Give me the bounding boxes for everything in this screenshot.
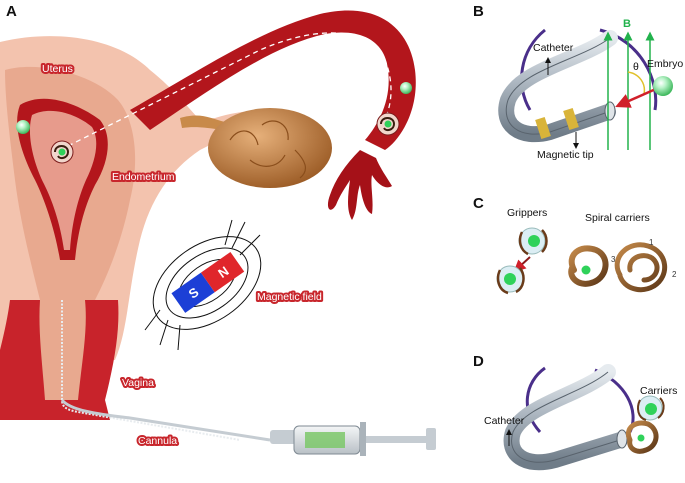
catheter-in-vagina bbox=[61, 300, 241, 441]
syringe bbox=[270, 422, 436, 456]
panel-d-letter: D bbox=[473, 353, 484, 370]
magnetic-band-2 bbox=[563, 107, 579, 131]
fimbriae bbox=[327, 150, 392, 220]
catheter-b-tip bbox=[604, 101, 616, 121]
label-catheter-b: Catheter bbox=[533, 42, 574, 54]
carrier-d-2 bbox=[626, 420, 659, 454]
label-vagina: Vagina bbox=[122, 377, 154, 389]
embryo-in-uterus bbox=[16, 120, 30, 134]
catheter-d-outline bbox=[511, 371, 621, 463]
magnetic-band-1 bbox=[535, 116, 551, 140]
embryo-in-tube bbox=[400, 82, 412, 94]
tube-dashes bbox=[59, 32, 392, 151]
label-cannula-halo: Cannula bbox=[138, 435, 177, 447]
panel-b-letter: B bbox=[473, 3, 484, 20]
field-lines-b bbox=[603, 31, 655, 150]
label-magnetic-tip: Magnetic tip bbox=[537, 149, 594, 161]
spiral-index-2: 2 bbox=[672, 270, 677, 279]
catheter-b-outline bbox=[505, 37, 611, 135]
embryo-b bbox=[653, 76, 673, 96]
panel-c: C Grippers Spiral carriers 3 1 2 bbox=[473, 195, 677, 295]
fallopian-tube bbox=[130, 10, 416, 150]
cannula-needle bbox=[60, 398, 271, 442]
label-carriers: Carriers bbox=[640, 385, 677, 397]
label-theta: θ bbox=[633, 61, 639, 73]
panel-b: B B θ Embryo Catheter Magnetic tip bbox=[473, 3, 683, 161]
label-uterus-halo: Uterus bbox=[42, 63, 73, 75]
carrier-d-1 bbox=[637, 395, 665, 421]
spiral-carrier-1 bbox=[568, 245, 609, 287]
gripper-transition-arrow bbox=[513, 256, 531, 273]
panel-a-letter: A bbox=[6, 3, 17, 20]
force-arrow bbox=[615, 86, 659, 108]
panel-a: A bbox=[0, 3, 436, 456]
bar-magnet: S N bbox=[171, 251, 245, 313]
catheter-d bbox=[503, 364, 628, 471]
spiral-index-1: 1 bbox=[649, 238, 654, 247]
carrier-in-uterus bbox=[50, 140, 74, 164]
label-magnetic-field-halo: Magnetic field bbox=[257, 291, 322, 303]
label-catheter-d: Catheter bbox=[484, 415, 525, 427]
carrier-in-tube bbox=[376, 112, 400, 136]
panel-c-letter: C bbox=[473, 195, 484, 212]
angle-arc bbox=[627, 71, 646, 95]
label-embryo: Embryo bbox=[647, 58, 683, 70]
ovary bbox=[208, 108, 332, 188]
label-spiral-carriers: Spiral carriers bbox=[585, 212, 650, 224]
ovarian-ligament bbox=[180, 115, 225, 130]
catheter-d-tip bbox=[616, 429, 628, 449]
spiral-carrier-2 bbox=[614, 242, 667, 293]
label-field-b: B bbox=[623, 18, 631, 30]
gripper-closed bbox=[496, 265, 525, 295]
label-magnetic-field: Magnetic field bbox=[257, 291, 322, 303]
gripper-open bbox=[518, 227, 548, 256]
endometrium-lining bbox=[29, 110, 97, 251]
label-endometrium-halo: Endometrium bbox=[112, 171, 175, 183]
panel-d: D Carriers Catheter bbox=[473, 353, 677, 471]
magnetic-field-lines bbox=[144, 219, 262, 351]
label-cannula: Cannula bbox=[138, 435, 177, 447]
ovary-folds bbox=[229, 120, 307, 179]
label-uterus: Uterus bbox=[42, 63, 73, 75]
spiral-index-3: 3 bbox=[611, 255, 616, 264]
label-endometrium: Endometrium bbox=[112, 171, 175, 183]
label-grippers: Grippers bbox=[507, 207, 547, 219]
label-vagina-halo: Vagina bbox=[122, 377, 154, 389]
